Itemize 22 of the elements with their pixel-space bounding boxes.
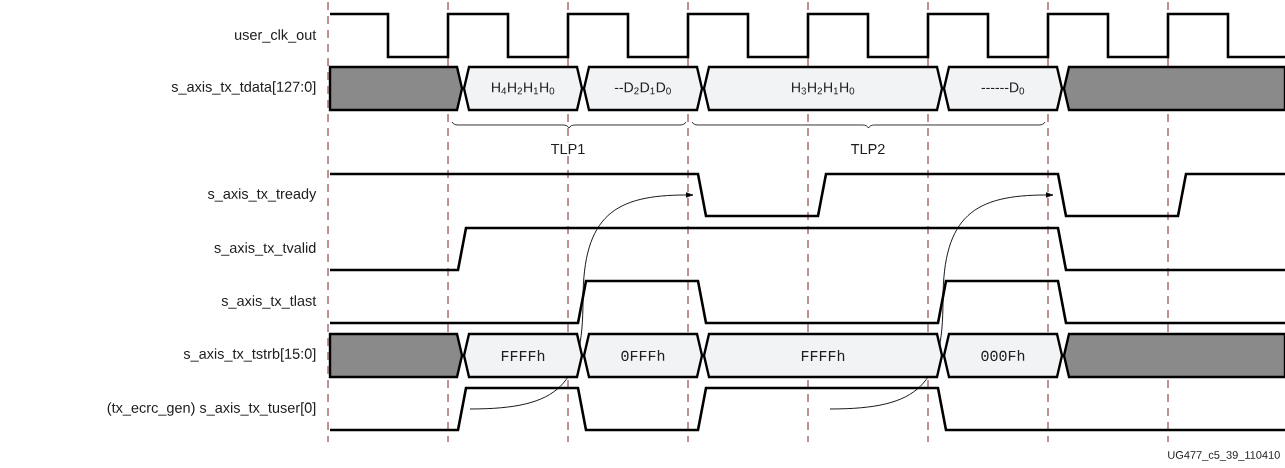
bus-segment: 000Fh	[942, 332, 1064, 379]
bus-segment: FFFFh	[462, 332, 584, 379]
bus-segment: 0FFFh	[582, 332, 704, 379]
bus-segment: H$_{4}$H$_{2}$H$_{1}$H$_{0}$	[462, 65, 584, 112]
signal-name: (tx_ecrc_gen) s_axis_tx_tuser[0]	[107, 402, 316, 416]
bus-segment: ------D$_{0}$	[942, 65, 1064, 112]
signal-name: s_axis_tx_tvalid	[214, 242, 316, 256]
figure-id: UG477_c5_39_110410	[1168, 451, 1280, 461]
signal-name: s_axis_tx_tdata[127:0]	[171, 81, 316, 95]
bracket-label: TLP2	[849, 142, 887, 156]
signal-name: s_axis_tx_tstrb[15:0]	[183, 348, 316, 362]
bus-segment: FFFFh	[702, 332, 944, 379]
bus-segment	[1062, 65, 1285, 112]
bus-segment: H$_{3}$H$_{2}$H$_{1}$H$_{0}$	[702, 65, 944, 112]
signal-name: s_axis_tx_tready	[207, 188, 317, 202]
bus-segment: --D$_{2}$D$_{1}$D$_{0}$	[582, 65, 704, 112]
signal-name: s_axis_tx_tlast	[221, 295, 317, 309]
bracket-label: TLP1	[549, 142, 587, 156]
bus-segment	[328, 65, 464, 112]
signal-name: user_clk_out	[235, 29, 317, 43]
bus-segment	[328, 332, 464, 379]
bus-segment	[1062, 332, 1285, 379]
